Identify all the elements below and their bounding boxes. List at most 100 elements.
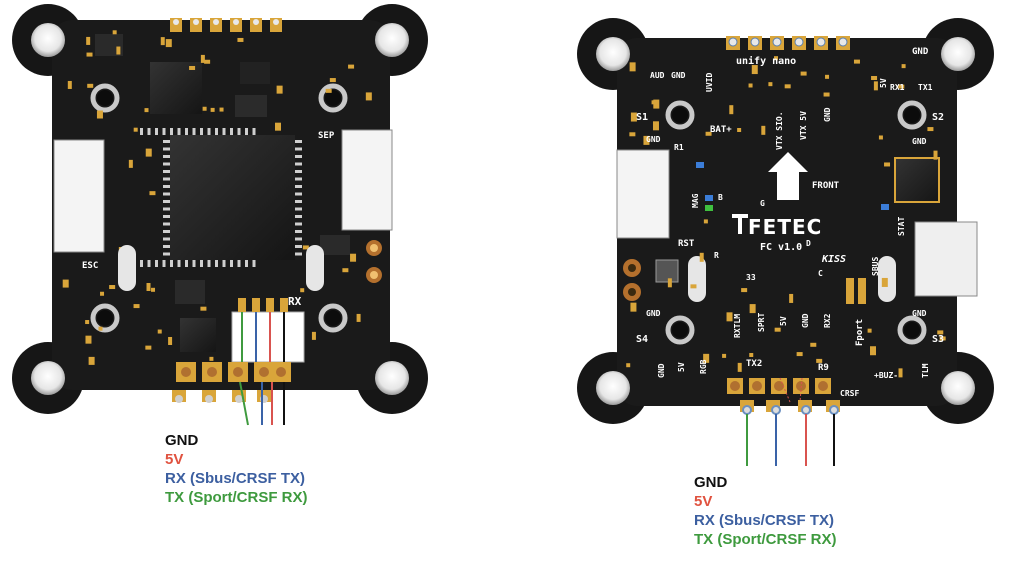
legend-rx: RX (Sbus/CRSF TX)	[165, 470, 306, 487]
mount-hole	[941, 37, 975, 71]
33-label: 33	[746, 273, 756, 282]
left-tx-wire	[239, 312, 249, 426]
smd-component	[937, 330, 944, 335]
c-label: C	[818, 269, 823, 278]
smd-component	[810, 342, 817, 347]
smd-component	[210, 107, 215, 112]
usb-connector	[914, 221, 978, 297]
r-label: R	[714, 251, 719, 260]
smd-component	[155, 260, 158, 267]
rx1-label: RX1	[890, 83, 905, 92]
smd-component	[295, 170, 302, 173]
sprt-label: SPRT	[757, 313, 766, 332]
smd-component	[163, 140, 170, 143]
smd-component	[643, 135, 650, 145]
smd-component	[737, 128, 742, 133]
smd-component	[884, 162, 891, 167]
mag-label: MAG	[691, 193, 700, 208]
smd-component	[870, 346, 877, 356]
left-flight-controller-board: ESC SEP RX	[12, 4, 428, 426]
smd-component	[204, 59, 211, 64]
5v-mid-label: 5V	[779, 316, 788, 326]
smd-component	[163, 192, 170, 196]
smd-component	[98, 326, 103, 331]
smd-component	[652, 121, 659, 131]
smd-component	[86, 36, 91, 45]
vtx-5v-label: VTX 5V	[799, 111, 808, 140]
legend-5v: 5V	[694, 493, 713, 510]
smd-component	[140, 260, 143, 267]
left-rx-wire	[255, 312, 263, 425]
smd-component	[365, 92, 372, 101]
smd-component	[200, 54, 205, 63]
smd-component	[192, 128, 196, 135]
smd-component	[200, 128, 203, 135]
smd-component	[140, 128, 143, 135]
front-label: FRONT	[812, 181, 840, 191]
smd-component	[295, 162, 302, 166]
smd-component	[350, 253, 357, 262]
fetec-logo: FETEC	[732, 214, 822, 239]
smd-component	[898, 368, 903, 378]
smd-component	[295, 215, 302, 218]
smd-component	[295, 237, 302, 241]
mount-hole	[31, 361, 65, 395]
mount-hole	[596, 37, 630, 71]
smd-component	[796, 352, 803, 357]
smd-component	[237, 128, 241, 135]
smd-component	[168, 336, 173, 345]
smd-component	[163, 207, 170, 211]
smd-component	[177, 260, 181, 267]
sbus-label: SBUS	[871, 257, 880, 276]
legend-gnd: GND	[694, 474, 728, 491]
smd-component	[163, 245, 170, 248]
mount-hole	[375, 361, 409, 395]
smd-component	[202, 106, 207, 111]
smd-component	[155, 128, 158, 135]
smd-component	[867, 328, 872, 333]
smd-component	[295, 245, 302, 248]
smd-component	[230, 260, 233, 267]
smd-component	[749, 304, 756, 314]
bat-label: BAT+	[710, 125, 732, 135]
smd-component	[784, 84, 791, 89]
smd-component	[147, 260, 151, 267]
smd-component	[162, 128, 166, 135]
smd-component	[207, 128, 211, 135]
r1-label: R1	[674, 143, 684, 152]
smd-component	[690, 284, 697, 289]
smd-component	[157, 329, 162, 334]
right-wire-legend: GND 5V RX (Sbus/CRSF TX) TX (Sport/CRSF …	[694, 473, 837, 549]
smd-component	[116, 46, 121, 55]
smd-component	[927, 127, 934, 132]
smd-component	[144, 108, 149, 113]
gyro-chip	[894, 157, 940, 203]
smd-component	[295, 192, 302, 196]
smd-component	[163, 185, 170, 188]
rxtlm-label: RXTLM	[733, 314, 742, 338]
smd-component	[207, 260, 211, 267]
smd-component	[252, 128, 256, 135]
smd-component	[329, 78, 336, 83]
smd-component	[192, 260, 196, 267]
smd-component	[62, 279, 69, 288]
smd-component	[630, 112, 637, 122]
smd-component	[163, 147, 170, 151]
smd-component	[245, 260, 248, 267]
gnd-aud-label: GND	[671, 71, 686, 80]
smd-component	[85, 335, 92, 344]
smd-component	[703, 353, 710, 363]
smd-component	[348, 64, 355, 69]
left-side-connector	[616, 149, 670, 239]
smd-component	[133, 127, 138, 132]
kiss-label: KISS	[821, 254, 846, 265]
smd-component	[170, 260, 173, 267]
s1-label: S1	[636, 112, 648, 123]
smd-component	[311, 331, 316, 340]
smd-component	[215, 128, 218, 135]
gnd-bl-label: GND	[657, 363, 666, 378]
mount-hole	[375, 23, 409, 57]
smd-component	[96, 110, 103, 119]
svg-text:FETEC: FETEC	[748, 215, 822, 239]
smd-component	[185, 260, 188, 267]
